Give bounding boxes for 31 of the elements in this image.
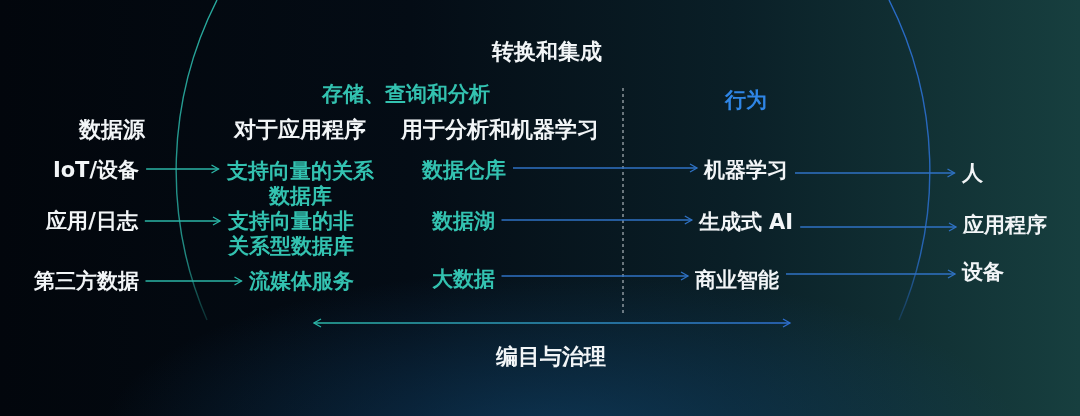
arrow <box>144 276 243 286</box>
section-heading: 存储、查询和分析 <box>322 81 490 107</box>
arrow <box>500 215 693 225</box>
action-text: 机器学习 <box>704 157 788 183</box>
section-heading: 转换和集成 <box>492 39 602 65</box>
arrow <box>785 269 956 279</box>
action-text: 生成式 AI <box>698 209 794 235</box>
arrow <box>144 216 221 226</box>
database-text: 流媒体服务 <box>248 268 354 294</box>
data-source-text: IoT/设备 <box>52 157 140 183</box>
action-text: 商业智能 <box>695 267 779 293</box>
arrow <box>500 271 689 281</box>
span-caption: 编目与治理 <box>496 344 606 370</box>
column-heading: 对于应用程序 <box>234 117 366 143</box>
column-heading: 用于分析和机器学习 <box>401 117 599 143</box>
arrow <box>145 164 220 174</box>
consumer-text: 设备 <box>962 259 1004 285</box>
data-source-text: 应用/日志 <box>46 208 138 234</box>
data-source-text: 第三方数据 <box>33 268 139 294</box>
arrow <box>799 222 957 232</box>
analytics-store-text: 大数据 <box>431 266 495 292</box>
arrow <box>512 163 698 173</box>
section-heading: 行为 <box>725 87 767 113</box>
database-text: 支持向量的关系数据库 <box>225 158 375 209</box>
arrow <box>794 168 956 178</box>
column-heading: 数据源 <box>79 117 145 143</box>
analytics-store-text: 数据湖 <box>431 208 495 234</box>
consumer-text: 应用程序 <box>963 212 1047 238</box>
analytics-store-text: 数据仓库 <box>422 157 506 183</box>
consumer-text: 人 <box>961 160 983 186</box>
database-text: 支持向量的非关系型数据库 <box>227 209 355 259</box>
